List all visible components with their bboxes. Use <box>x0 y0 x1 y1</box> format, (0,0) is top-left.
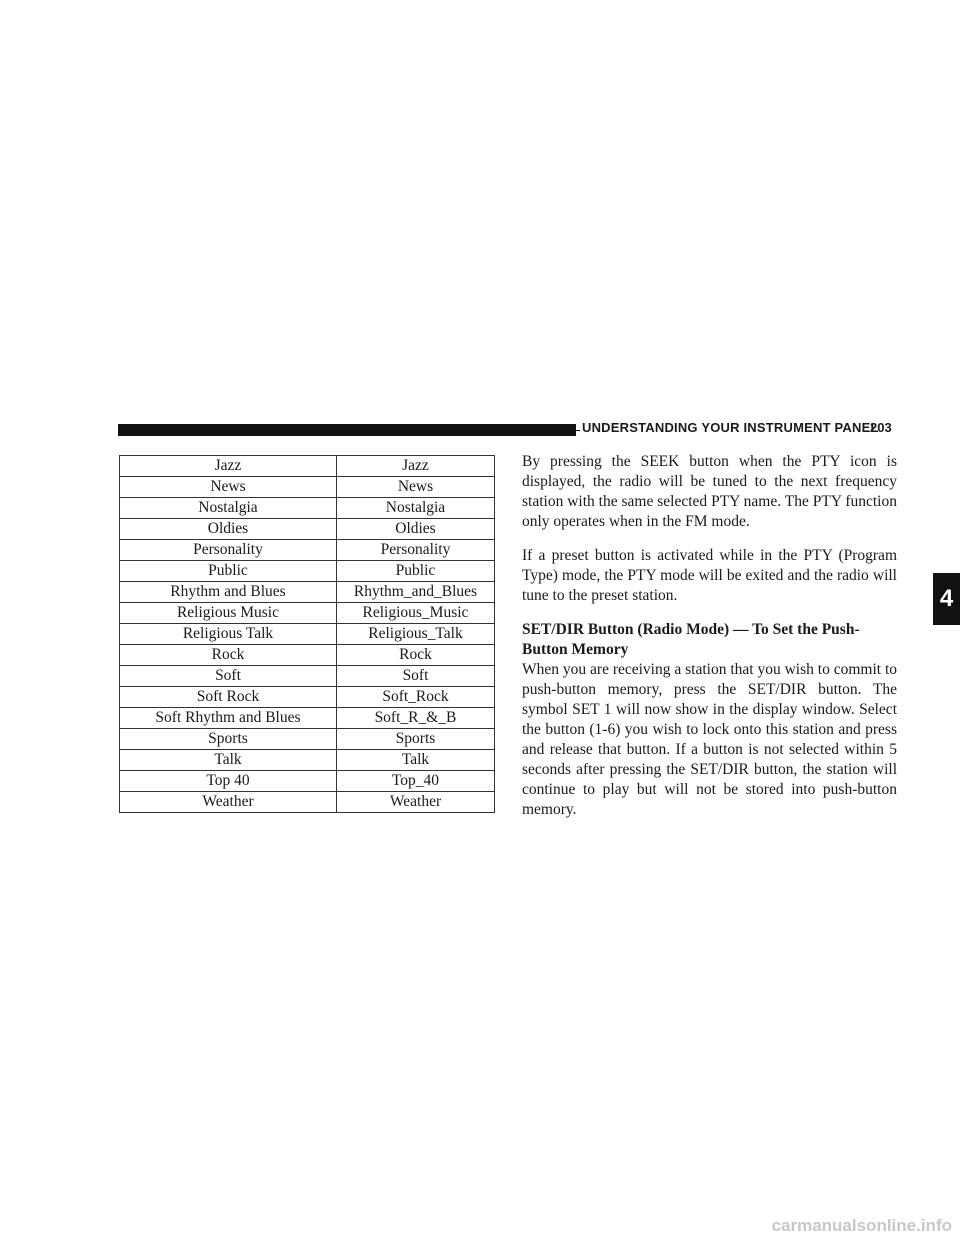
chapter-tab: 4 <box>933 573 960 625</box>
pty-name-cell: Talk <box>119 749 337 771</box>
pty-display-cell: Rock <box>335 644 496 666</box>
header-rule <box>576 430 580 431</box>
pty-name-cell: Weather <box>119 791 337 813</box>
page-number: 203 <box>870 420 892 435</box>
pty-name-cell: Nostalgia <box>119 497 337 519</box>
pty-display-cell: Religious_Talk <box>335 623 496 645</box>
pty-name-cell: Jazz <box>119 455 337 477</box>
section-title: UNDERSTANDING YOUR INSTRUMENT PANEL <box>582 420 879 435</box>
body-text: By pressing the SEEK button when the PTY… <box>522 452 897 834</box>
pty-display-cell: Oldies <box>335 518 496 540</box>
watermark: carmanualsonline.info <box>771 1216 952 1235</box>
pty-name-cell: Religious Music <box>119 602 337 624</box>
pty-display-cell: Personality <box>335 539 496 561</box>
pty-display-cell: Talk <box>335 749 496 771</box>
pty-name-cell: Public <box>119 560 337 582</box>
section-heading: SET/DIR Button (Radio Mode) — To Set the… <box>522 621 860 658</box>
pty-display-cell: Top_40 <box>335 770 496 792</box>
pty-display-cell: Jazz <box>335 455 496 477</box>
pty-name-cell: Soft Rock <box>119 686 337 708</box>
pty-name-cell: Soft Rhythm and Blues <box>119 707 337 729</box>
pty-name-cell: News <box>119 476 337 498</box>
paragraph-preset: If a preset button is activated while in… <box>522 547 897 604</box>
paragraph-seek: By pressing the SEEK button when the PTY… <box>522 453 897 530</box>
pty-name-cell: Oldies <box>119 518 337 540</box>
pty-display-cell: Soft_Rock <box>335 686 496 708</box>
pty-name-cell: Soft <box>119 665 337 687</box>
pty-display-cell: Nostalgia <box>335 497 496 519</box>
header-bar <box>118 424 576 436</box>
pty-display-cell: Religious_Music <box>335 602 496 624</box>
pty-name-cell: Rhythm and Blues <box>119 581 337 603</box>
pty-display-cell: Weather <box>335 791 496 813</box>
pty-display-cell: Soft <box>335 665 496 687</box>
pty-display-cell: Public <box>335 560 496 582</box>
pty-display-cell: News <box>335 476 496 498</box>
pty-name-cell: Sports <box>119 728 337 750</box>
paragraph-set-dir: When you are receiving a station that yo… <box>522 661 897 818</box>
pty-display-cell: Soft_R_&_B <box>335 707 496 729</box>
pty-name-cell: Religious Talk <box>119 623 337 645</box>
pty-name-cell: Top 40 <box>119 770 337 792</box>
pty-name-cell: Personality <box>119 539 337 561</box>
pty-display-cell: Sports <box>335 728 496 750</box>
pty-name-cell: Rock <box>119 644 337 666</box>
pty-display-cell: Rhythm_and_Blues <box>335 581 496 603</box>
